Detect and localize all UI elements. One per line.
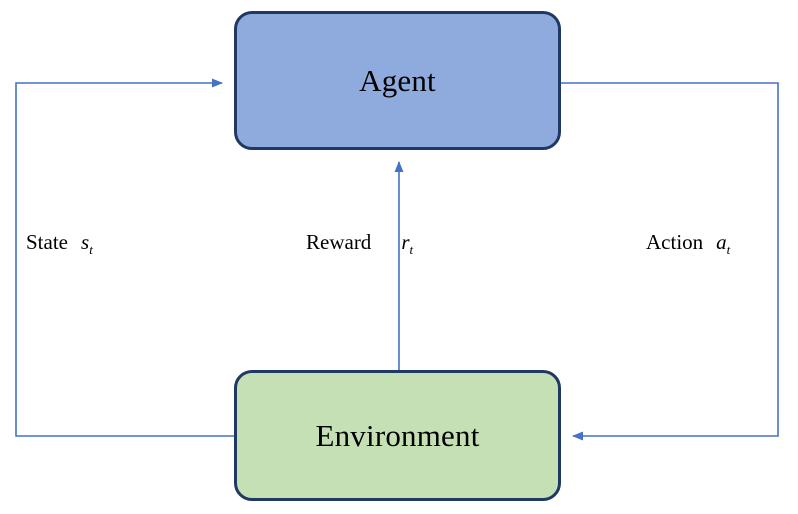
node-environment-label: Environment bbox=[315, 418, 480, 453]
state-variable-subscript: t bbox=[89, 242, 93, 258]
edge-action-connector bbox=[561, 82, 779, 441]
state-variable-symbol: s bbox=[81, 230, 90, 254]
edge-state-connector bbox=[15, 78, 235, 437]
edge-label-state-variable: st bbox=[68, 230, 93, 258]
edge-label-reward-text: Reward bbox=[306, 230, 372, 254]
reward-variable-symbol: r bbox=[401, 230, 410, 254]
reward-variable-subscript: t bbox=[409, 242, 414, 258]
edge-label-action-text: Action bbox=[646, 230, 704, 254]
edge-label-action-variable: at bbox=[703, 230, 731, 258]
action-variable-symbol: a bbox=[716, 230, 727, 254]
edge-label-reward-variable: rt bbox=[371, 230, 414, 258]
edge-label-state-text: State bbox=[26, 230, 68, 254]
node-agent-label: Agent bbox=[359, 63, 436, 98]
node-agent[interactable]: Agent bbox=[234, 11, 561, 150]
action-variable-subscript: t bbox=[726, 242, 731, 258]
node-environment[interactable]: Environment bbox=[234, 370, 561, 501]
